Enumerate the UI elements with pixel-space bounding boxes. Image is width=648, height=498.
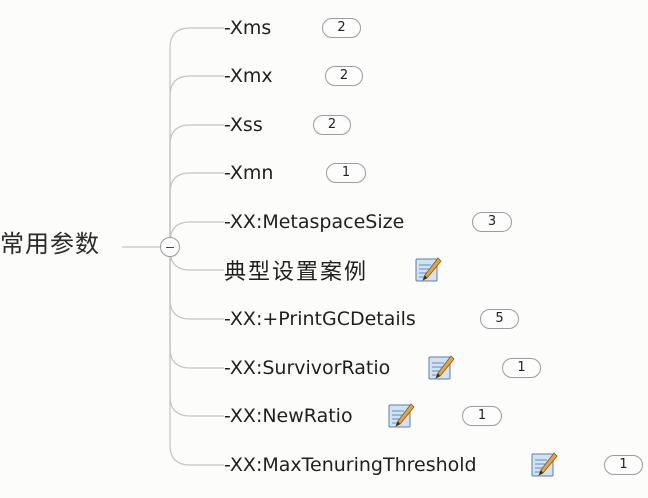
child-topic[interactable]: -Xms xyxy=(224,12,271,44)
connector-line xyxy=(169,75,224,237)
connector-line xyxy=(169,257,224,466)
connector-line xyxy=(169,257,224,320)
connector-line xyxy=(169,221,224,243)
connector-line xyxy=(169,257,224,369)
root-topic[interactable]: 常用参数 xyxy=(0,230,100,258)
count-badge[interactable]: 3 xyxy=(472,212,512,232)
collapse-minus-icon[interactable] xyxy=(160,237,180,257)
child-topic[interactable]: -XX:MaxTenuringThreshold xyxy=(224,449,477,481)
child-topic[interactable]: 典型设置案例 xyxy=(224,254,368,286)
child-topic-label: -XX:SurvivorRatio xyxy=(224,357,391,379)
child-topic-label: -Xmx xyxy=(224,65,273,87)
note-pencil-icon[interactable] xyxy=(414,256,442,282)
child-topic[interactable]: -XX:MetaspaceSize xyxy=(224,206,404,238)
count-badge[interactable]: 2 xyxy=(322,18,361,38)
connector-line xyxy=(169,249,224,271)
connector-line xyxy=(169,257,224,417)
connector-line xyxy=(169,27,224,237)
child-topic[interactable]: -XX:+PrintGCDetails xyxy=(224,303,416,335)
note-pencil-icon[interactable] xyxy=(387,402,415,428)
child-topic-label: -XX:+PrintGCDetails xyxy=(224,308,416,330)
count-badge[interactable]: 1 xyxy=(462,406,502,426)
child-topic-label: -XX:MaxTenuringThreshold xyxy=(224,454,477,476)
note-pencil-icon[interactable] xyxy=(427,354,455,380)
child-topic[interactable]: -Xmx xyxy=(224,60,273,92)
connector-line xyxy=(169,172,224,237)
note-pencil-icon[interactable] xyxy=(530,451,558,477)
count-badge[interactable]: 1 xyxy=(604,455,643,475)
count-badge[interactable]: 1 xyxy=(502,358,541,378)
child-topic-label: -XX:NewRatio xyxy=(224,405,353,427)
child-topic-label: -Xmn xyxy=(224,162,274,184)
count-badge[interactable]: 5 xyxy=(480,309,519,329)
connector-line xyxy=(169,124,224,237)
child-topic[interactable]: -XX:NewRatio xyxy=(224,400,353,432)
child-topic-label: -Xms xyxy=(224,17,272,39)
child-topic-label: -Xss xyxy=(224,114,263,136)
child-topic-label: 典型设置案例 xyxy=(224,260,369,285)
count-badge[interactable]: 2 xyxy=(325,66,363,86)
child-topic[interactable]: -Xss xyxy=(224,109,263,141)
count-badge[interactable]: 1 xyxy=(326,163,366,183)
child-topic-label: -XX:MetaspaceSize xyxy=(224,211,405,233)
child-topic[interactable]: -Xmn xyxy=(224,157,273,189)
child-topic[interactable]: -XX:SurvivorRatio xyxy=(224,352,390,384)
count-badge[interactable]: 2 xyxy=(313,115,351,135)
